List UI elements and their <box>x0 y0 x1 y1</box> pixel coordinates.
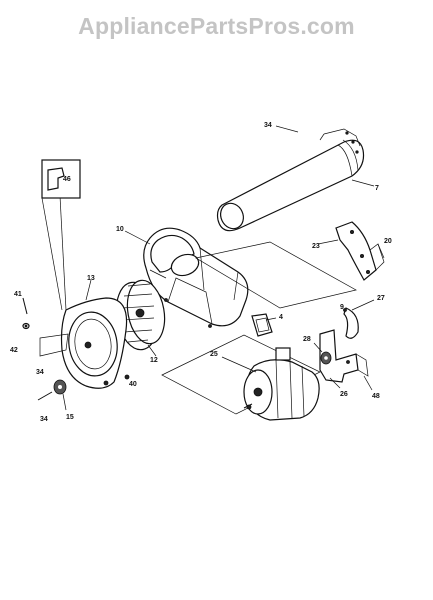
leader-20 <box>377 243 385 259</box>
callout-4: 4 <box>279 314 283 321</box>
leader-4 <box>265 317 277 321</box>
leader-13 <box>85 279 92 301</box>
mount-bracket <box>319 329 369 383</box>
leader-25 <box>221 356 257 373</box>
motor-25 <box>243 347 320 421</box>
callout-25: 25 <box>210 351 218 358</box>
callout-23: 23 <box>312 243 320 250</box>
watermark: AppliancePartsPros.com <box>78 13 355 39</box>
screw-41 <box>22 297 30 330</box>
blower-housing <box>143 227 249 328</box>
callout-34-top: 34 <box>264 122 272 129</box>
callout-34-bottom: 34 <box>40 416 48 423</box>
duct-plate-outline <box>195 241 357 309</box>
leader-27 <box>351 299 375 311</box>
motor-plate-outline <box>161 334 321 415</box>
callout-27: 27 <box>377 295 385 302</box>
callout-15: 15 <box>66 414 74 421</box>
callout-28: 28 <box>303 336 311 343</box>
front-bulkhead <box>39 297 130 389</box>
callout-26: 26 <box>340 391 348 398</box>
callout-12: 12 <box>150 357 158 364</box>
leader-34a <box>275 125 299 133</box>
leader-46a <box>59 195 67 311</box>
leader-12 <box>147 344 157 357</box>
bracket-23 <box>335 221 385 281</box>
part-46-inset <box>41 159 81 199</box>
leader-15 <box>62 393 67 411</box>
leader-28 <box>313 342 323 353</box>
callout-13: 13 <box>87 275 95 282</box>
leader-48 <box>363 375 373 391</box>
callout-40: 40 <box>129 381 137 388</box>
callout-10: 10 <box>116 226 124 233</box>
switch-4 <box>251 313 273 337</box>
callout-9: 9 <box>340 304 344 311</box>
callout-46: 46 <box>63 176 71 183</box>
callout-7: 7 <box>375 185 379 192</box>
callout-41: 41 <box>14 291 22 298</box>
arm-9 <box>343 307 359 339</box>
duct-tube <box>216 128 365 232</box>
callout-48: 48 <box>372 393 380 400</box>
callout-42: 42 <box>10 347 18 354</box>
leader-46b <box>41 197 63 311</box>
part-15 <box>37 379 67 401</box>
callout-20: 20 <box>384 238 392 245</box>
blower-wheel <box>115 279 166 351</box>
leader-26 <box>329 377 341 389</box>
leader-7 <box>351 179 375 187</box>
leader-23 <box>317 239 339 245</box>
leader-10 <box>124 230 151 245</box>
callout-34-left: 34 <box>36 369 44 376</box>
